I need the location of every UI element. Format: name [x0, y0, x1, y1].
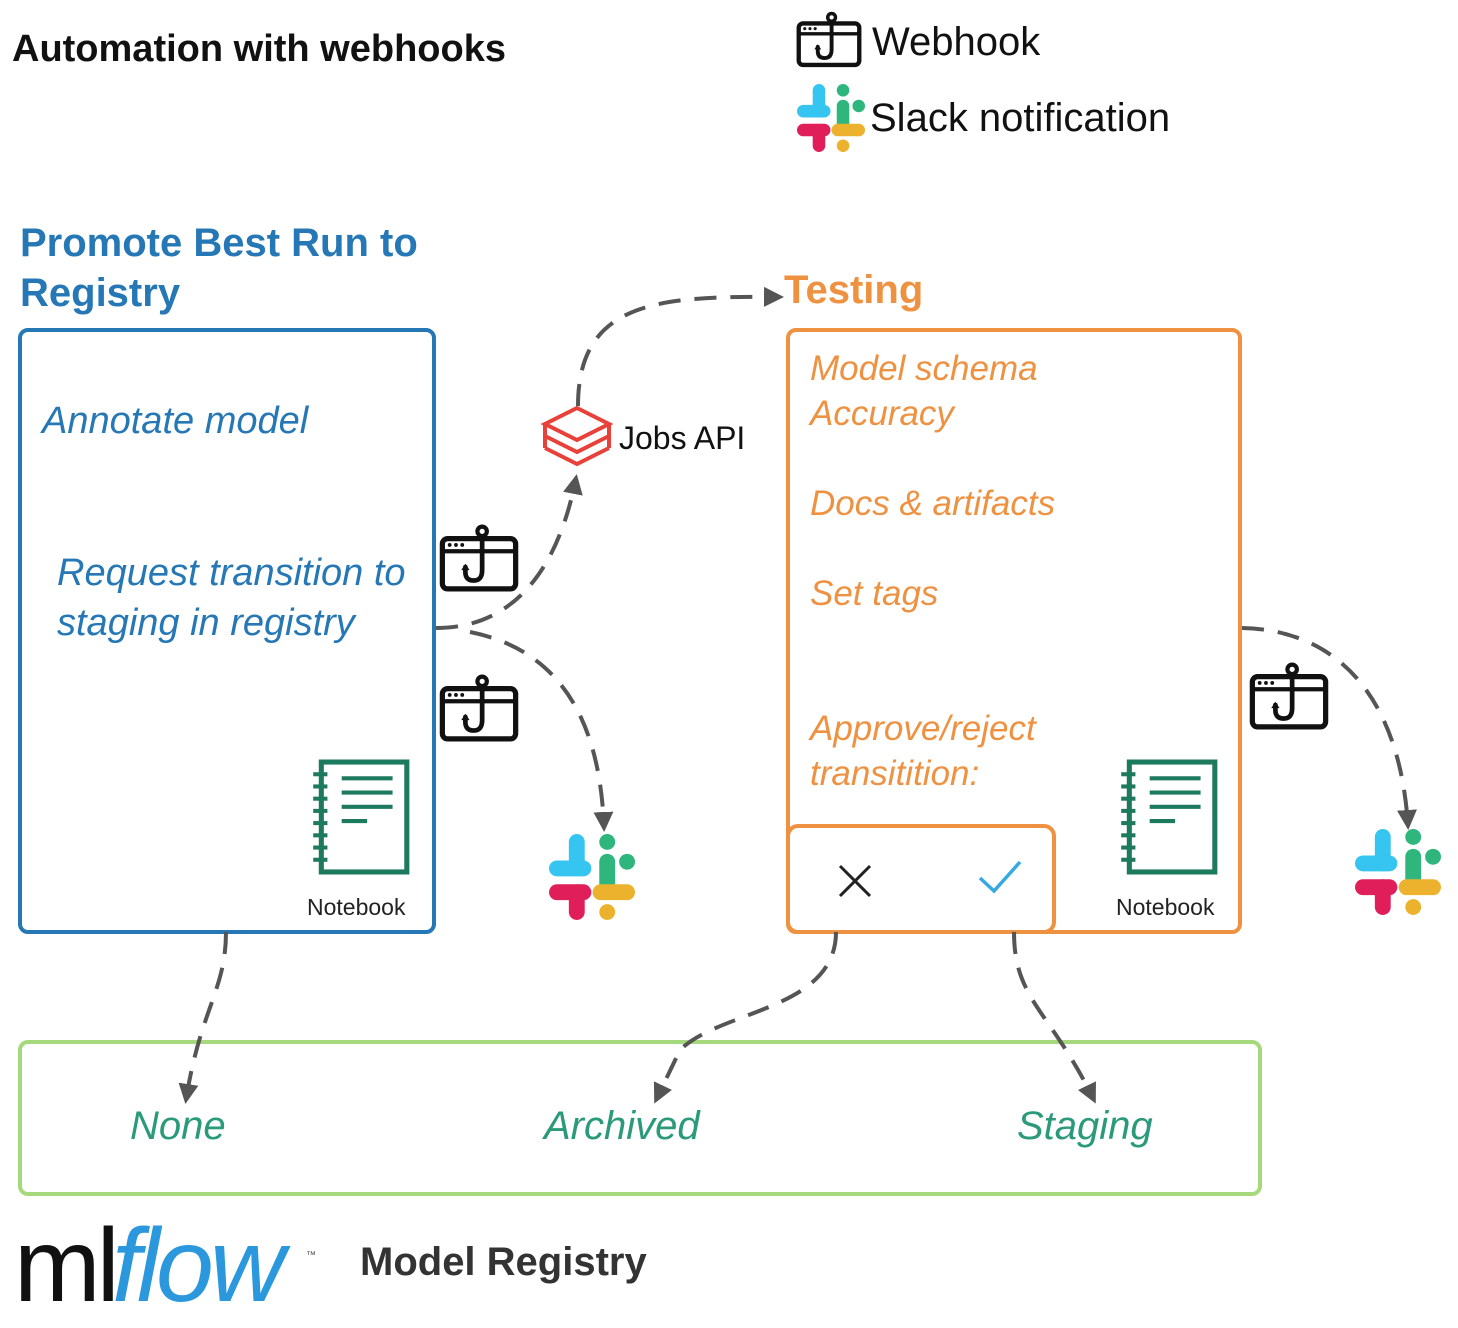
approve-reject-label-line2: transitition:: [810, 754, 980, 793]
check-docs-artifacts: Docs & artifacts: [810, 484, 1056, 523]
arrow-to-staging: [1012, 931, 1096, 1104]
arrow-to-testing: [576, 286, 784, 407]
jobs-api-icon: [540, 405, 614, 467]
testing-title: Testing: [784, 268, 924, 312]
x-icon[interactable]: [838, 864, 872, 898]
arrow-to-jobs-api: [435, 474, 583, 630]
arrow-to-slack-testing: [1241, 626, 1417, 830]
promote-title: Promote Best Run to Registry: [20, 221, 418, 315]
step-request-transition: Request transition to staging in registr…: [57, 552, 406, 644]
check-accuracy: Accuracy: [810, 394, 954, 433]
state-staging: Staging: [1017, 1104, 1153, 1148]
check-icon[interactable]: [978, 860, 1022, 894]
approve-reject-box: [786, 824, 1056, 934]
step-annotate-model: Annotate model: [42, 400, 309, 442]
legend-slack-label: Slack notification: [870, 96, 1171, 140]
check-set-tags: Set tags: [810, 574, 939, 613]
approve-reject-label: Approve/reject: [810, 709, 1036, 748]
arrow-to-none: [178, 931, 228, 1104]
arrow-to-slack: [469, 630, 614, 832]
model-registry-label: Model Registry: [360, 1240, 647, 1284]
promote-notebook-label: Notebook: [307, 894, 406, 920]
mlflow-trademark: ™: [306, 1250, 316, 1261]
legend-webhook-label: Webhook: [872, 20, 1041, 64]
check-model-schema: Model schema: [810, 349, 1038, 388]
mlflow-logo: ml: [14, 1208, 120, 1324]
jobs-api-label: Jobs API: [619, 420, 746, 456]
state-none: None: [130, 1104, 226, 1148]
arrow-to-archived: [653, 931, 838, 1104]
mlflow-logo-flow: flow: [112, 1208, 285, 1324]
state-archived: Archived: [544, 1104, 700, 1148]
diagram-title: Automation with webhooks: [12, 28, 506, 70]
registry-box: [18, 1040, 1262, 1196]
testing-notebook-label: Notebook: [1116, 894, 1215, 920]
